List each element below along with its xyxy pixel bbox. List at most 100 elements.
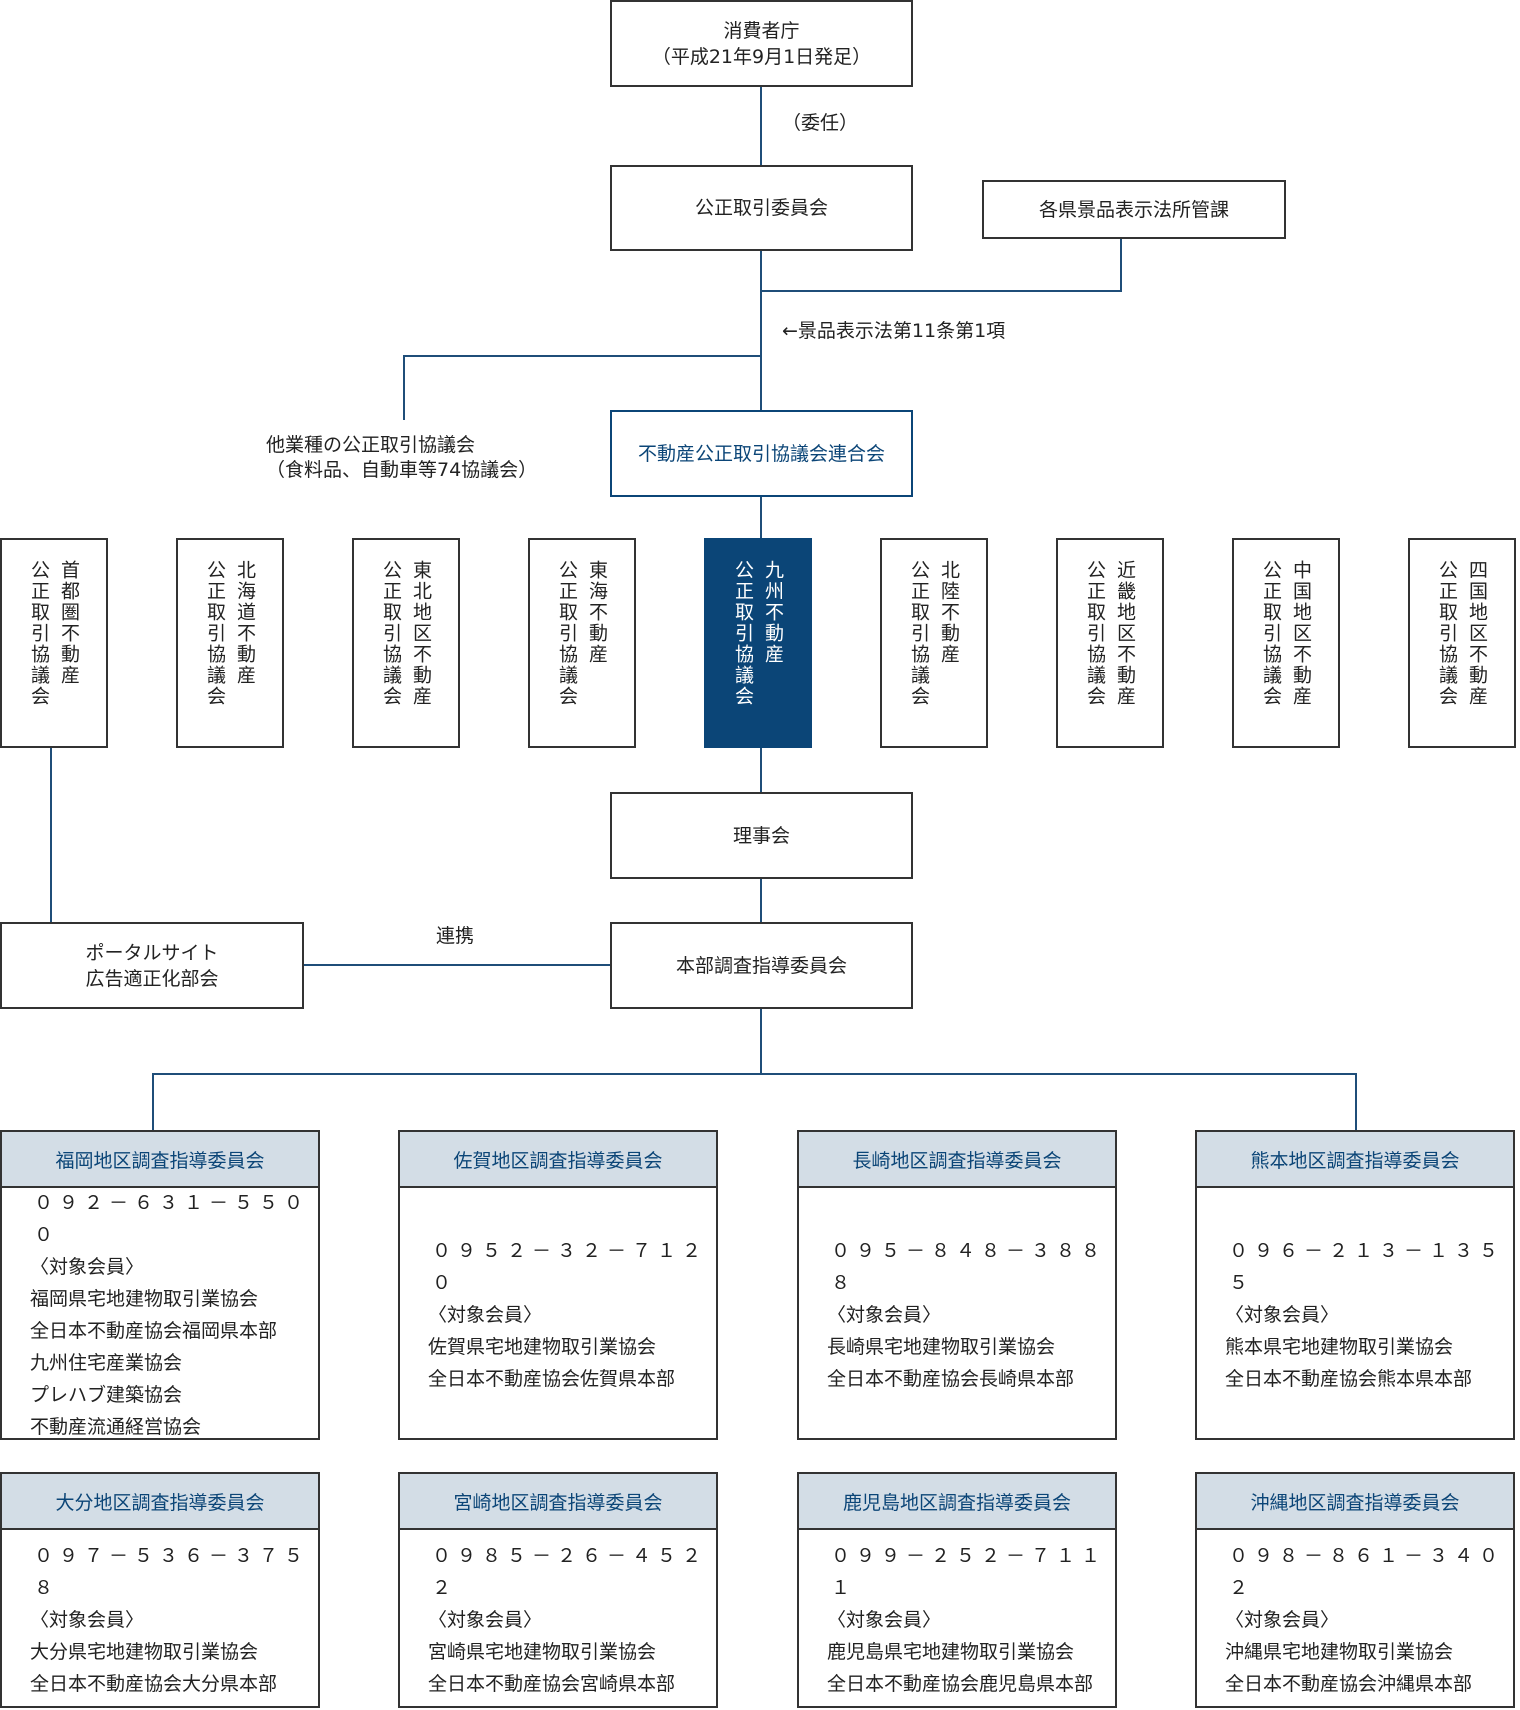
portal-line2: 広告適正化部会 (85, 967, 219, 990)
caa-name: 消費者庁 (723, 19, 800, 42)
member-organization: 宮崎県宅地建物取引業協会 (428, 1641, 657, 1663)
district-committee-card: 大分地区調査指導委員会 ０９７－５３６－３７５８ 〈対象会員〉大分県宅地建物取引業協… (0, 1472, 320, 1708)
member-organization: 全日本不動産協会鹿児島県本部 (827, 1673, 1094, 1695)
regional-council-box: 東海不動産公正取引協議会 (528, 538, 636, 748)
law-label: ←景品表示法第11条第1項 (782, 320, 1006, 342)
regional-council-suffix: 公正取引協議会 (380, 560, 402, 707)
phone-number: ０９５－８４８－３８８８ (831, 1240, 1107, 1294)
member-organization: 全日本不動産協会熊本県本部 (1225, 1368, 1473, 1390)
other-councils-label: 他業種の公正取引協議会 （食料品、自動車等74協議会） (266, 433, 537, 483)
district-committee-card: 鹿児島地区調査指導委員会 ０９９－２５２－７１１１ 〈対象会員〉鹿児島県宅地建物取引… (797, 1472, 1117, 1708)
members-label: 〈対象会員〉 (428, 1609, 543, 1631)
members-label: 〈対象会員〉 (1225, 1609, 1340, 1631)
board-label: 理事会 (732, 824, 790, 847)
regional-council-name: 中国地区不動産 (1290, 560, 1312, 707)
member-organization: 不動産流通経営協会 (30, 1416, 202, 1438)
regional-council-box: 北海道不動産公正取引協議会 (176, 538, 284, 748)
regional-council-suffix: 公正取引協議会 (556, 560, 578, 707)
member-organization: 佐賀県宅地建物取引業協会 (428, 1336, 657, 1358)
district-committee-title: 大分地区調査指導委員会 (2, 1474, 318, 1530)
regional-council-label: 東海不動産公正取引協議会 (552, 560, 612, 746)
district-committee-title: 沖縄地区調査指導委員会 (1197, 1474, 1513, 1530)
federation-box: 不動産公正取引協議会連合会 (610, 410, 913, 497)
members-label: 〈対象会員〉 (827, 1609, 942, 1631)
member-organization: プレハブ建築協会 (30, 1384, 183, 1406)
regional-council-name: 首都圏不動産 (58, 560, 80, 686)
other-councils-line1: 他業種の公正取引協議会 (266, 434, 476, 456)
hq-committee-box: 本部調査指導委員会 (610, 922, 913, 1009)
regional-council-box: 九州不動産公正取引協議会 (704, 538, 812, 748)
phone-number: ０９８－８６１－３４０２ (1229, 1545, 1505, 1599)
member-organization: 沖縄県宅地建物取引業協会 (1225, 1641, 1454, 1663)
district-committee-body: ０９５２－３２－７１２０〈対象会員〉佐賀県宅地建物取引業協会全日本不動産協会佐賀… (400, 1188, 716, 1442)
members-label: 〈対象会員〉 (30, 1256, 145, 1278)
regional-council-box: 北陸不動産公正取引協議会 (880, 538, 988, 748)
phone-number: ０９５２－３２－７１２０ (432, 1240, 708, 1294)
district-committee-body: ０９２－６３１－５５００ 〈対象会員〉福岡県宅地建物取引業協会全日本不動産協会福岡… (2, 1188, 318, 1442)
member-organization: 九州住宅産業協会 (30, 1352, 183, 1374)
regional-council-suffix: 公正取引協議会 (204, 560, 226, 707)
regional-council-label: 近畿地区不動産公正取引協議会 (1080, 560, 1140, 746)
member-organization: 長崎県宅地建物取引業協会 (827, 1336, 1056, 1358)
district-committee-card: 沖縄地区調査指導委員会 ０９８－８６１－３４０２ 〈対象会員〉沖縄県宅地建物取引業協… (1195, 1472, 1515, 1708)
member-organization: 全日本不動産協会大分県本部 (30, 1673, 278, 1695)
hq-committee-label: 本部調査指導委員会 (675, 954, 847, 977)
district-committee-title: 鹿児島地区調査指導委員会 (799, 1474, 1115, 1530)
member-organization: 大分県宅地建物取引業協会 (30, 1641, 259, 1663)
regional-council-suffix: 公正取引協議会 (28, 560, 50, 707)
regional-council-suffix: 公正取引協議会 (1084, 560, 1106, 707)
phone-number: ０９６－２１３－１３５５ (1229, 1240, 1505, 1294)
phone-number: ０９９－２５２－７１１１ (831, 1545, 1107, 1599)
prefecture-office-label: 各県景品表示法所管課 (1038, 198, 1229, 221)
regional-council-suffix: 公正取引協議会 (1436, 560, 1458, 707)
regional-council-name: 北海道不動産 (234, 560, 256, 686)
district-committee-card: 佐賀地区調査指導委員会 ０９５２－３２－７１２０ 〈対象会員〉佐賀県宅地建物取引業協… (398, 1130, 718, 1440)
district-committee-card: 長崎地区調査指導委員会 ０９５－８４８－３８８８ 〈対象会員〉長崎県宅地建物取引業協… (797, 1130, 1117, 1440)
regional-council-box: 四国地区不動産公正取引協議会 (1408, 538, 1516, 748)
portal-committee-box: ポータルサイト 広告適正化部会 (0, 922, 304, 1009)
regional-council-suffix: 公正取引協議会 (732, 560, 754, 707)
delegation-label: （委任） (782, 112, 859, 134)
regional-council-box: 中国地区不動産公正取引協議会 (1232, 538, 1340, 748)
regional-council-label: 北陸不動産公正取引協議会 (904, 560, 964, 746)
member-organization: 全日本不動産協会福岡県本部 (30, 1320, 278, 1342)
member-organization: 福岡県宅地建物取引業協会 (30, 1288, 259, 1310)
regional-council-box: 東北地区不動産公正取引協議会 (352, 538, 460, 748)
regional-council-label: 九州不動産公正取引協議会 (728, 560, 788, 746)
members-label: 〈対象会員〉 (30, 1609, 145, 1631)
phone-number: ０９７－５３６－３７５８ (34, 1545, 310, 1599)
district-committee-title: 福岡地区調査指導委員会 (2, 1132, 318, 1188)
district-committee-body: ０９９－２５２－７１１１ 〈対象会員〉鹿児島県宅地建物取引業協会全日本不動産協会鹿… (799, 1530, 1115, 1710)
members-label: 〈対象会員〉 (428, 1304, 543, 1326)
member-organization: 全日本不動産協会沖縄県本部 (1225, 1673, 1473, 1695)
members-label: 〈対象会員〉 (827, 1304, 942, 1326)
district-committee-body: ０９６－２１３－１３５５〈対象会員〉熊本県宅地建物取引業協会全日本不動産協会熊本… (1197, 1188, 1513, 1442)
district-committee-title: 熊本地区調査指導委員会 (1197, 1132, 1513, 1188)
other-councils-line2: （食料品、自動車等74協議会） (266, 459, 538, 481)
board-box: 理事会 (610, 792, 913, 879)
phone-number: ０９２－６３１－５５００ (34, 1192, 310, 1246)
regional-council-box: 首都圏不動産公正取引協議会 (0, 538, 108, 748)
district-committee-body: ０９５－８４８－３８８８ 〈対象会員〉長崎県宅地建物取引業協会全日本不動産協会長崎… (799, 1188, 1115, 1442)
federation-label: 不動産公正取引協議会連合会 (637, 442, 885, 465)
member-organization: 鹿児島県宅地建物取引業協会 (827, 1641, 1075, 1663)
regional-council-name: 九州不動産 (762, 560, 784, 665)
regional-council-box: 近畿地区不動産公正取引協議会 (1056, 538, 1164, 748)
phone-number: ０９８５－２６－４５２２ (432, 1545, 708, 1599)
regional-council-label: 北海道不動産公正取引協議会 (200, 560, 260, 746)
caa-note: （平成21年9月1日発足） (651, 45, 872, 68)
district-committee-title: 長崎地区調査指導委員会 (799, 1132, 1115, 1188)
regional-council-name: 東海不動産 (586, 560, 608, 665)
prefecture-office-box: 各県景品表示法所管課 (982, 180, 1286, 239)
district-committee-body: ０９８５－２６－４５２２ 〈対象会員〉宮崎県宅地建物取引業協会全日本不動産協会宮崎… (400, 1530, 716, 1710)
member-organization: 全日本不動産協会長崎県本部 (827, 1368, 1075, 1390)
regional-council-label: 首都圏不動産公正取引協議会 (24, 560, 84, 746)
district-committee-title: 宮崎地区調査指導委員会 (400, 1474, 716, 1530)
member-organization: 全日本不動産協会宮崎県本部 (428, 1673, 676, 1695)
link-label: 連携 (436, 925, 475, 947)
regional-council-suffix: 公正取引協議会 (1260, 560, 1282, 707)
regional-council-label: 東北地区不動産公正取引協議会 (376, 560, 436, 746)
district-committee-title: 佐賀地区調査指導委員会 (400, 1132, 716, 1188)
